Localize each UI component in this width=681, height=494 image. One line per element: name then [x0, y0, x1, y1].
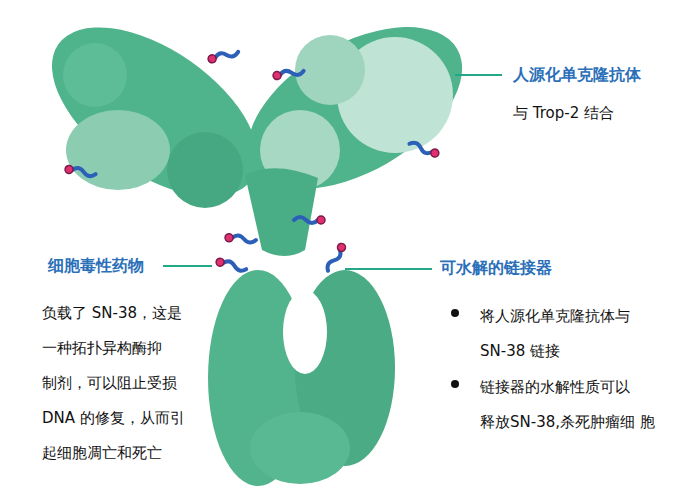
sn38	[64, 165, 73, 174]
fab-arm	[23, 0, 287, 230]
leader-line	[163, 265, 212, 267]
linker-drug	[64, 165, 96, 178]
bullet-text: 链接器的水解性质可以 释放SN-38,杀死肿瘤细 胞	[480, 370, 662, 440]
fc-lobe	[250, 412, 350, 484]
sn38	[272, 71, 281, 80]
leader-line	[455, 74, 502, 76]
sn38	[215, 257, 225, 267]
domain	[167, 132, 243, 208]
light-chain	[66, 110, 170, 190]
hinge	[245, 168, 318, 256]
section-heading: 人源化单克隆抗体	[513, 64, 641, 86]
leader-line	[345, 268, 432, 270]
antibody	[23, 0, 489, 486]
linker-drug	[215, 257, 247, 273]
linker	[71, 167, 96, 177]
bullet-dot	[451, 380, 459, 388]
linker	[222, 260, 247, 272]
linker-drug	[325, 242, 347, 273]
domain	[295, 35, 365, 105]
linker	[232, 235, 256, 243]
linker-drug	[272, 67, 304, 80]
bullets	[451, 309, 459, 388]
section-heading: 可水解的链接器	[440, 257, 552, 279]
bullet-dot	[451, 309, 459, 317]
description-text: 与 Trop-2 结合	[513, 102, 614, 124]
sn38	[336, 242, 347, 253]
linker-drug	[408, 140, 440, 158]
bullet-text: 将人源化单克隆抗体与 SN-38 链接	[480, 299, 658, 369]
linker	[294, 217, 318, 223]
linker	[214, 49, 239, 61]
payloads	[64, 48, 440, 273]
linker	[325, 249, 342, 273]
linker	[279, 68, 304, 78]
section-heading: 细胞毒性药物	[48, 255, 144, 277]
linker-drug	[207, 48, 239, 64]
linker-drug	[294, 216, 325, 224]
leader-lines	[163, 75, 502, 269]
fc-gap	[283, 290, 327, 374]
sn38	[317, 216, 325, 224]
sn38	[225, 233, 234, 242]
description-text: 负载了 SN-38，这是 一种拓扑异构酶抑 制剂，可以阻止受损 DNA 的修复，…	[42, 296, 208, 471]
linker-drug	[225, 233, 257, 244]
sn38	[207, 54, 217, 64]
sn38	[430, 148, 440, 158]
linker	[408, 141, 433, 155]
domain	[63, 43, 127, 107]
